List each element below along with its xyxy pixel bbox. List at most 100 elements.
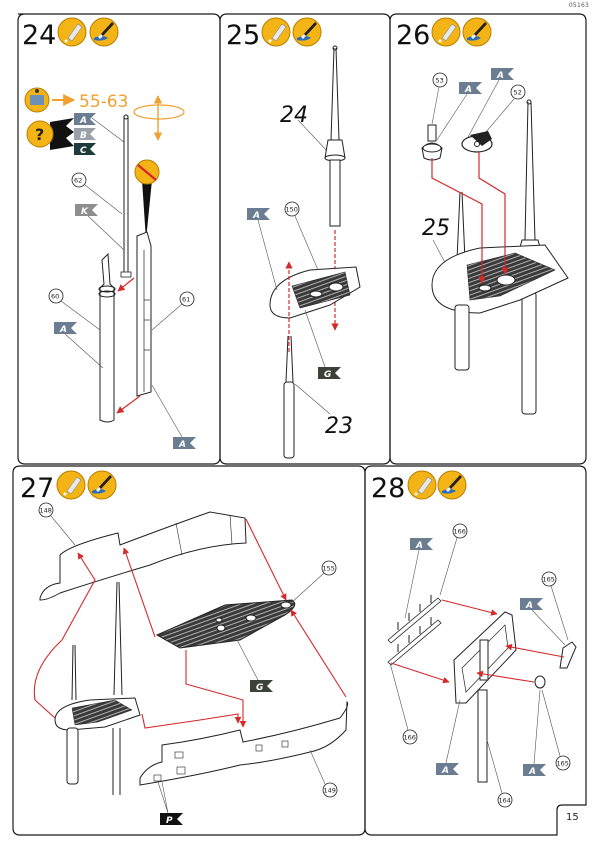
svg-text:A: A [525,601,533,611]
svg-text:166: 166 [404,734,416,742]
part-52 [461,131,493,153]
page-number: 15 [566,812,579,823]
subassembly-label-23: 23 [325,414,353,439]
callout-61: 61 [151,291,195,331]
step-25: 25 24 [226,17,361,459]
svg-text:A: A [178,440,186,450]
part-166-rails [387,595,442,666]
svg-text:A: A [496,71,504,81]
paint-brush-icon [87,470,117,500]
callout-166-bottom: 166 [389,662,418,745]
part-165-lower [534,675,546,689]
kit-code: 05163 [568,2,589,9]
flag-B: B [74,128,96,141]
subassembly-label-24: 24 [280,103,308,128]
flag-A: A [467,68,514,138]
callout-164: 164 [486,739,513,808]
svg-text:A: A [415,541,423,551]
step-26: 26 53 A A 52 [396,17,569,415]
panel-step-27 [12,465,366,836]
svg-text:150: 150 [286,206,298,214]
callout-62: 62 [71,172,123,215]
assembly-25 [431,191,569,371]
svg-text:G: G [256,683,263,693]
callout-53: 53 [431,72,448,125]
svg-text:A: A [59,325,67,335]
flag-A: A [74,113,96,126]
flag-G: G [234,635,273,693]
panel-step-26 [389,13,587,465]
svg-text:148: 148 [40,507,52,515]
step-number: 27 [20,473,54,504]
svg-text:53: 53 [436,77,444,85]
assembly-23-mast [283,335,295,459]
svg-text:166: 166 [454,528,466,536]
assembly-24-mast [324,45,346,227]
step-number: 26 [396,20,430,51]
flag-A: A [523,689,546,777]
part-149 [139,700,349,786]
part-150-platform [269,266,361,319]
instruction-book-icon [24,87,50,113]
svg-text:165: 165 [543,576,555,584]
callout-149: 149 [309,749,338,798]
paint-brush-icon [89,17,119,47]
svg-text:165: 165 [557,760,569,768]
svg-text:A: A [441,766,449,776]
step-number: 28 [371,473,405,504]
flag-A: A [520,598,566,646]
callout-148: 148 [38,502,76,546]
callout-52: 52 [485,84,526,133]
part-60 [98,252,116,423]
svg-text:164: 164 [499,797,511,805]
mast-assembly [54,581,141,795]
glue-icon [56,470,86,500]
svg-text:52: 52 [514,89,522,97]
step-28: 28 A 166 165 A [371,470,577,808]
paint-brush-icon [462,17,492,47]
color-question-icon: ? [26,118,74,150]
subassembly-label-25: 25 [422,216,450,241]
part-frame [453,611,517,783]
svg-text:155: 155 [323,565,335,573]
svg-text:A: A [252,211,260,221]
svg-text:P: P [166,816,173,826]
flag-C: C [74,143,96,156]
paint-brush-icon [437,470,467,500]
step-27: 27 148 [20,470,349,826]
svg-text:A: A [79,116,87,126]
flag-A: A [436,699,461,776]
svg-text:A: A [464,85,472,95]
callout-60: 60 [48,288,101,331]
glue-icon [261,17,291,47]
flag-A: A [151,384,196,450]
paint-brush-icon [292,17,322,47]
svg-text:61: 61 [182,296,190,304]
svg-text:B: B [80,131,87,141]
part-53 [421,124,443,161]
flag-P: P [157,781,183,826]
svg-text:G: G [324,370,331,380]
svg-text:60: 60 [51,293,59,301]
svg-text:C: C [80,146,87,156]
callout-166-top: 166 [439,523,468,596]
glue-icon [407,470,437,500]
flag-A: A [247,208,278,291]
panel-step-24 [17,13,221,465]
panel-step-28 [364,465,587,836]
glue-icon [57,17,87,47]
step-number: 25 [226,20,260,51]
flag-A: A [436,82,482,141]
flag-A: A [404,538,433,619]
callout-165-top: 165 [541,571,569,641]
svg-text:K: K [81,207,89,217]
part-grating [155,599,296,649]
step-number: 24 [22,20,56,51]
svg-text:149: 149 [324,787,336,795]
panel-step-25 [219,13,391,465]
rotate-view-icon [133,95,185,141]
step-24: 24 55-63 ? A [22,17,196,450]
flag-K: K [75,204,125,251]
